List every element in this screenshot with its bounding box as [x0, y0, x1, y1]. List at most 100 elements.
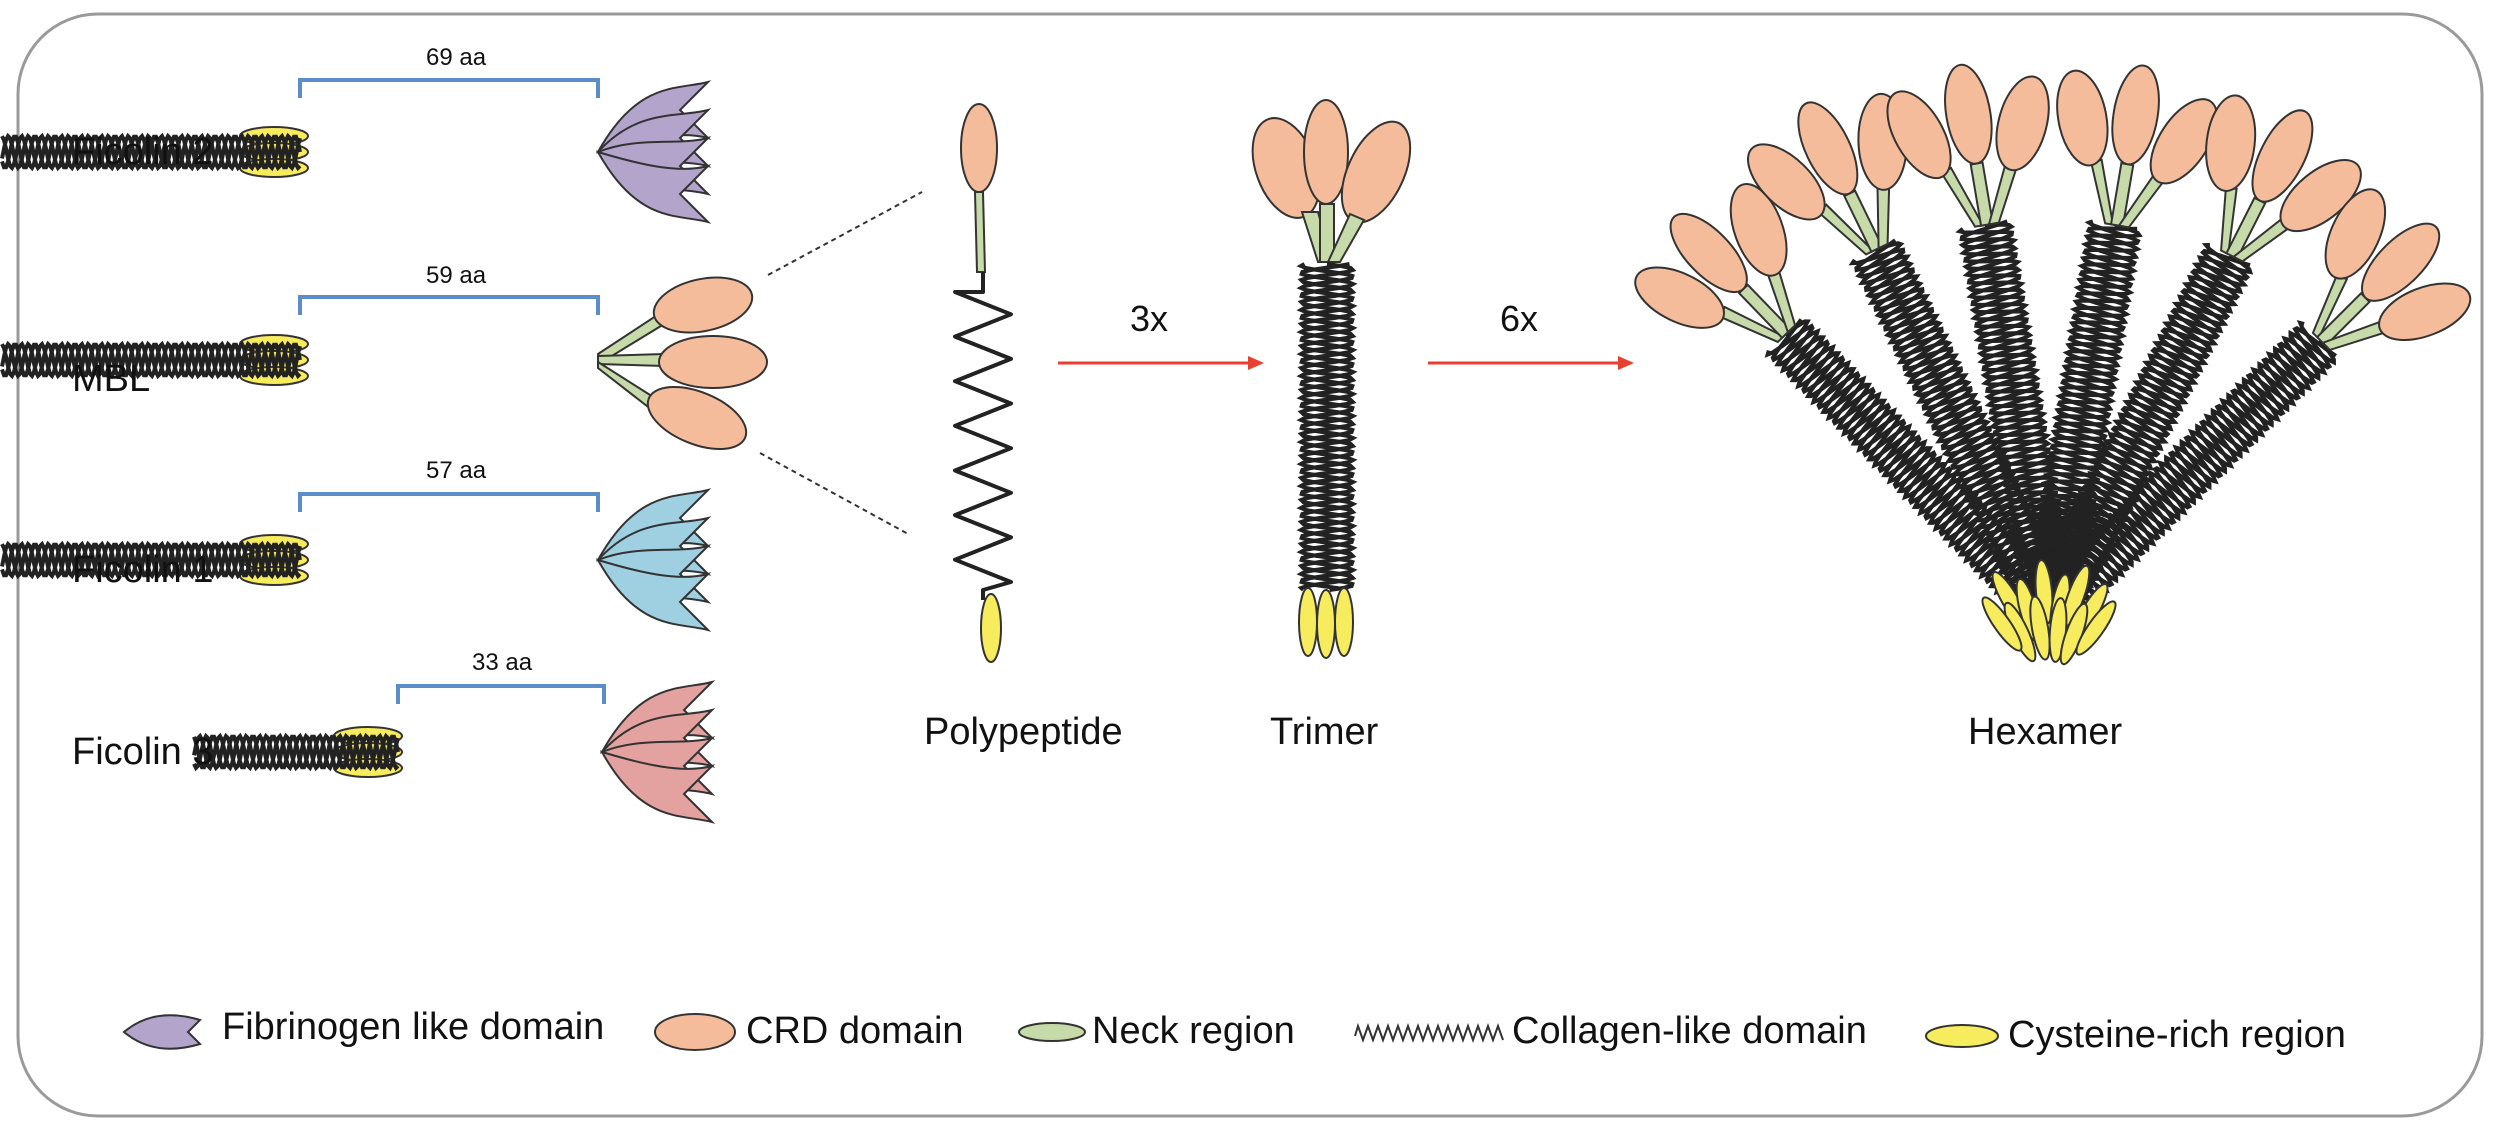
crd-domain — [1746, 143, 1826, 221]
length-bracket — [396, 684, 606, 704]
crd-domain — [2378, 282, 2472, 341]
length-label-ficolin-2: 69 aa — [426, 44, 487, 71]
collagen-domain — [0, 540, 302, 580]
legend-label-collagen: Collagen-like domain — [1512, 1010, 1867, 1052]
collagen-domain — [0, 132, 302, 172]
collagen-helix-strand — [1764, 323, 2059, 612]
fibrinogen-domain-petal — [595, 558, 712, 632]
collagen-helix-strand — [2030, 248, 2251, 601]
collagen-domain-strand — [0, 340, 302, 380]
molecule-label-ficolin-3: Ficolin 3 — [72, 731, 214, 773]
collagen-zigzag — [1354, 1022, 1504, 1043]
collagen-helix — [2039, 320, 2338, 619]
collagen-helix-strand — [1296, 262, 1355, 592]
crd-domain — [1944, 63, 1993, 165]
collagen-domain — [953, 272, 1013, 600]
hexamer-arm-6 — [2039, 188, 2472, 619]
collagen-helix-strand — [1299, 262, 1358, 592]
collagen-domain — [2039, 320, 2338, 619]
molecule-4 — [192, 680, 716, 824]
crd-domain — [658, 335, 768, 389]
crd-domain — [2205, 94, 2257, 192]
crd-domain — [2149, 98, 2219, 185]
crd-domain — [2111, 64, 2160, 166]
hexamer-arm-3 — [1886, 63, 2077, 605]
collagen-domain — [0, 340, 302, 380]
collagen-helix-strand — [2022, 219, 2141, 600]
fibrinogen-domain-petal — [599, 750, 716, 824]
crd-domain — [652, 276, 754, 334]
hexamer-arm-4 — [2022, 64, 2219, 606]
molecule-1 — [0, 78, 712, 224]
collagen-helix-strand — [1848, 247, 2069, 602]
collagen-helix-strand — [2026, 226, 2142, 600]
arrow-3x — [1058, 356, 1264, 370]
arrow-head — [1618, 356, 1634, 370]
zoom-line-top — [767, 191, 923, 276]
stage-label-polypeptide: Polypeptide — [924, 711, 1123, 753]
zoom-line-bottom — [759, 452, 911, 536]
crd-domain — [1797, 101, 1859, 196]
collagen-domain-strand — [0, 340, 302, 380]
collagen-icon — [1354, 1022, 1504, 1043]
crd-domain — [2279, 159, 2362, 233]
crd-domain — [2360, 222, 2441, 302]
cysteine-ellipse — [2075, 600, 2117, 656]
domain-structure-panel — [0, 78, 923, 824]
fibrinogen-domain — [599, 680, 716, 824]
neck-region — [1326, 212, 1366, 263]
assembly-arrows — [1058, 356, 1634, 370]
crd-domain — [1634, 266, 1725, 329]
collagen-domain-strand — [0, 132, 302, 172]
arrow-head — [1248, 356, 1264, 370]
collagen-helix-strand — [2043, 325, 2338, 618]
cysteine-ellipse — [1981, 596, 2023, 652]
arrow-6x — [1428, 356, 1634, 370]
length-bracket — [298, 78, 600, 98]
multiplier-label-3x: 3x — [1130, 298, 1169, 339]
crd-domain — [2324, 188, 2387, 280]
length-bracket — [298, 492, 600, 512]
collagen-helix-strand — [2047, 320, 2333, 619]
length-label-ficolin-3: 33 aa — [472, 649, 533, 676]
stage-label-hexamer: Hexamer — [1968, 711, 2123, 753]
neck-icon — [1018, 1022, 1086, 1042]
molecule-label-mbl: MBL — [72, 358, 151, 400]
fibrinogen-domain — [595, 80, 712, 224]
cysteine-rich-cluster — [1981, 559, 2117, 666]
crd-domain — [1729, 182, 1788, 277]
length-label-ficolin-1: 57 aa — [426, 457, 487, 484]
crd-icon — [654, 1013, 736, 1051]
length-label-mbl: 59 aa — [426, 262, 487, 289]
neck-region — [596, 306, 676, 412]
crd-domain — [2251, 109, 2314, 203]
molecule-2 — [0, 276, 768, 450]
collagen-domain — [192, 732, 400, 772]
legend-icons — [122, 1013, 1999, 1051]
legend-label-crd: CRD domain — [746, 1010, 964, 1052]
cysteine-icon — [1925, 1024, 1999, 1048]
length-bracket — [298, 295, 600, 315]
hexamer-arm-1 — [1634, 182, 2059, 620]
collagen-domain-strand — [0, 132, 302, 172]
crd-domain — [646, 386, 748, 450]
collagen-domain — [1296, 262, 1358, 592]
cysteine-rich-region — [980, 593, 1002, 663]
fibrinogen-domain-petal — [595, 150, 712, 224]
collagen-domain-strand — [0, 540, 302, 580]
trimer-figure — [1251, 99, 1412, 659]
legend-label-fibrinogen: Fibrinogen like domain — [222, 1006, 605, 1048]
cysteine-rich-region — [1334, 587, 1354, 657]
hexamer-arm-5 — [2030, 94, 2362, 614]
polypeptide-figure — [953, 103, 1013, 663]
crd-domain — [1995, 75, 2050, 172]
multiplier-label-6x: 6x — [1500, 298, 1539, 339]
legend-label-cysteine: Cysteine-rich region — [2008, 1014, 2346, 1056]
crd-domain — [2056, 69, 2109, 167]
collagen-helix — [1296, 262, 1358, 592]
collagen-domain-strand — [0, 540, 302, 580]
collagen-helix-strand — [1955, 227, 2073, 604]
collagen-helix-strand — [1959, 219, 2077, 605]
stage-label-trimer: Trimer — [1270, 711, 1379, 753]
